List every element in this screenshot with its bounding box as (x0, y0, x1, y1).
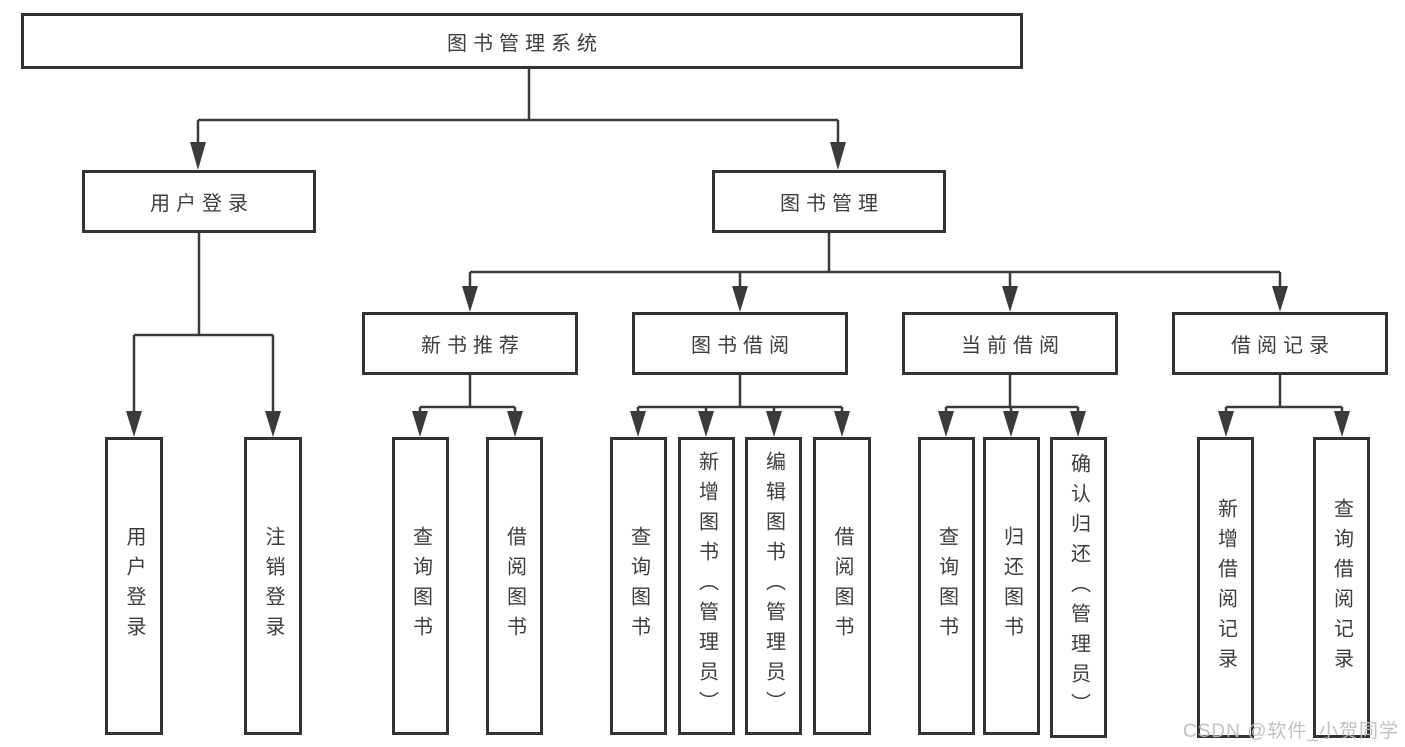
node-library-system: 图书管理系统 (21, 13, 1023, 69)
node-current-borrowing: 当前借阅 (902, 312, 1118, 375)
node-new-book-recommendation: 新书推荐 (362, 312, 578, 375)
node-borrowing-records: 借阅记录 (1172, 312, 1388, 375)
leaf-bb-query-books-label: 查询图书 (627, 526, 650, 646)
leaf-bb-edit-books-admin-label: 编辑图书（管理员） (762, 451, 785, 721)
leaf-bb-borrow-books: 借阅图书 (813, 437, 871, 735)
leaf-cb-return-books-label: 归还图书 (1000, 526, 1023, 646)
node-library-system-label: 图书管理系统 (447, 32, 603, 55)
arrowheads (126, 142, 1350, 437)
node-user-login-label: 用户登录 (150, 193, 254, 215)
leaf-bb-borrow-books-label: 借阅图书 (831, 526, 853, 646)
node-book-management: 图书管理 (712, 170, 946, 233)
leaf-rec-query-books: 查询图书 (392, 437, 449, 735)
leaf-br-query-record: 查询借阅记录 (1313, 437, 1370, 738)
leaf-rec-borrow-books-label: 借阅图书 (503, 526, 526, 646)
leaf-rec-borrow-books: 借阅图书 (486, 437, 543, 735)
leaf-logout: 注销登录 (244, 437, 302, 735)
node-user-login: 用户登录 (82, 170, 316, 233)
leaf-br-query-record-label: 查询借阅记录 (1330, 497, 1353, 678)
node-book-borrowing: 图书借阅 (632, 312, 848, 375)
leaf-cb-confirm-return-admin-label: 确认归还（管理员） (1067, 452, 1090, 723)
leaf-br-add-record: 新增借阅记录 (1197, 437, 1254, 738)
leaf-cb-confirm-return-admin: 确认归还（管理员） (1050, 437, 1107, 738)
leaf-bb-add-books-admin-label: 新增图书（管理员） (695, 451, 718, 721)
leaf-user-login-label: 用户登录 (123, 526, 145, 646)
leaf-rec-query-books-label: 查询图书 (409, 526, 432, 646)
csdn-watermark: CSDN @软件_小贺同学 (1183, 721, 1399, 742)
leaf-bb-add-books-admin: 新增图书（管理员） (678, 437, 735, 735)
leaf-br-add-record-label: 新增借阅记录 (1214, 497, 1237, 678)
node-new-book-recommendation-label: 新书推荐 (421, 335, 525, 357)
node-book-borrowing-label: 图书借阅 (691, 335, 795, 357)
node-book-management-label: 图书管理 (780, 193, 884, 215)
leaf-logout-label: 注销登录 (262, 526, 284, 646)
node-borrowing-records-label: 借阅记录 (1231, 335, 1335, 357)
leaf-cb-return-books: 归还图书 (983, 437, 1040, 735)
node-current-borrowing-label: 当前借阅 (961, 335, 1065, 357)
leaf-bb-edit-books-admin: 编辑图书（管理员） (745, 437, 802, 735)
leaf-cb-query-books: 查询图书 (918, 437, 975, 735)
leaf-user-login: 用户登录 (105, 437, 163, 735)
leaf-bb-query-books: 查询图书 (610, 437, 667, 735)
leaf-cb-query-books-label: 查询图书 (935, 526, 958, 646)
